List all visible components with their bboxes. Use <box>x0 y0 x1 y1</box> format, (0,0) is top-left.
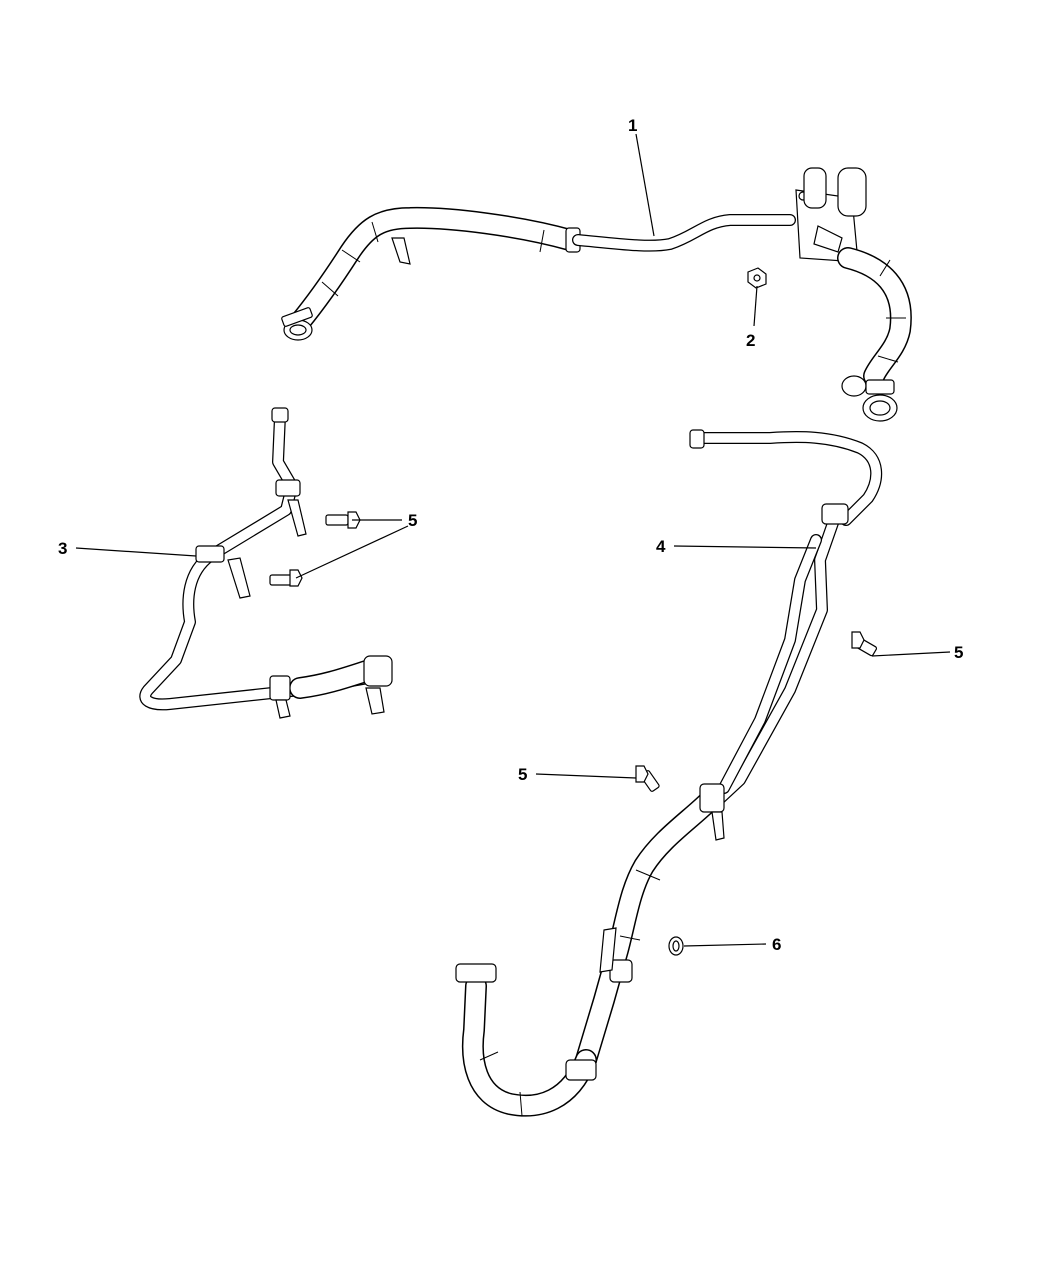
part-4-heater-hose <box>455 429 883 1117</box>
leader-4 <box>673 545 817 549</box>
callout-4: 4 <box>656 537 666 556</box>
leader-2 <box>753 285 758 327</box>
leader-6 <box>683 943 767 947</box>
leader-1 <box>635 133 655 237</box>
leader-5b <box>871 651 951 657</box>
callout-5-center: 5 <box>518 765 527 784</box>
callout-2: 2 <box>746 331 755 350</box>
part-5-bolt-right <box>851 631 878 657</box>
leader-5c <box>535 773 637 779</box>
leader-5a-lower <box>295 525 409 579</box>
part-2-nut <box>747 267 767 289</box>
part-5-bolt-center <box>635 765 660 792</box>
callout-3: 3 <box>58 539 67 558</box>
callout-5-right: 5 <box>954 643 963 662</box>
callout-1: 1 <box>628 116 637 135</box>
part-1-heater-hose-assembly <box>281 167 912 422</box>
leader-3 <box>75 547 197 557</box>
part-6-grommet <box>668 936 684 956</box>
callout-5-left: 5 <box>408 511 417 530</box>
part-3-heater-hose <box>139 407 393 719</box>
callout-6: 6 <box>772 935 781 954</box>
